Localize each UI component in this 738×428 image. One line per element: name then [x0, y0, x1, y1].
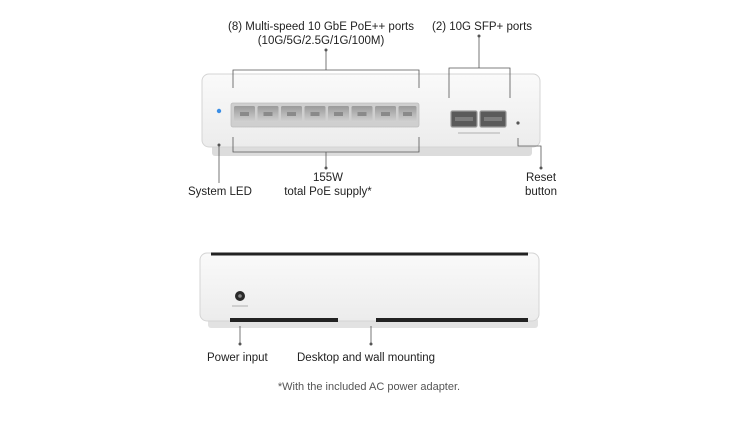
system-led-icon — [216, 108, 222, 114]
ports-label-line2: (10G/5G/2.5G/1G/100M) — [257, 35, 385, 47]
poe-supply-label-line2: total PoE supply* — [284, 186, 372, 198]
reset-button-label-line2: button — [525, 186, 557, 198]
front-device — [201, 73, 541, 156]
front-callouts — [218, 36, 542, 183]
reset-button — [516, 121, 520, 125]
sfp-port-block — [450, 110, 507, 134]
back-callouts — [239, 326, 372, 344]
sfp-ports-label: (2) 10G SFP+ ports — [432, 21, 533, 33]
reset-leader — [517, 138, 542, 168]
system-led-label: System LED — [188, 186, 252, 198]
ports-label-line1: (8) Multi-speed 10 GbE PoE++ ports — [227, 21, 414, 33]
poe-supply-label-line1: 155W — [312, 172, 344, 184]
rj45-port-block — [230, 102, 420, 128]
back-device-body — [199, 252, 540, 322]
reset-button-label-line1: Reset — [525, 172, 557, 184]
sfp-bracket-top — [448, 67, 511, 98]
mounting-label: Desktop and wall mounting — [297, 352, 436, 364]
mounting-slot-left — [230, 318, 338, 322]
back-device — [199, 252, 540, 328]
footnote: *With the included AC power adapter. — [277, 381, 461, 393]
front-callout-dots — [217, 34, 543, 170]
mounting-slot-right — [376, 318, 528, 322]
rj45-latch-marks — [240, 112, 412, 116]
power-input-label: Power input — [207, 352, 268, 364]
back-callout-dots — [238, 342, 373, 346]
